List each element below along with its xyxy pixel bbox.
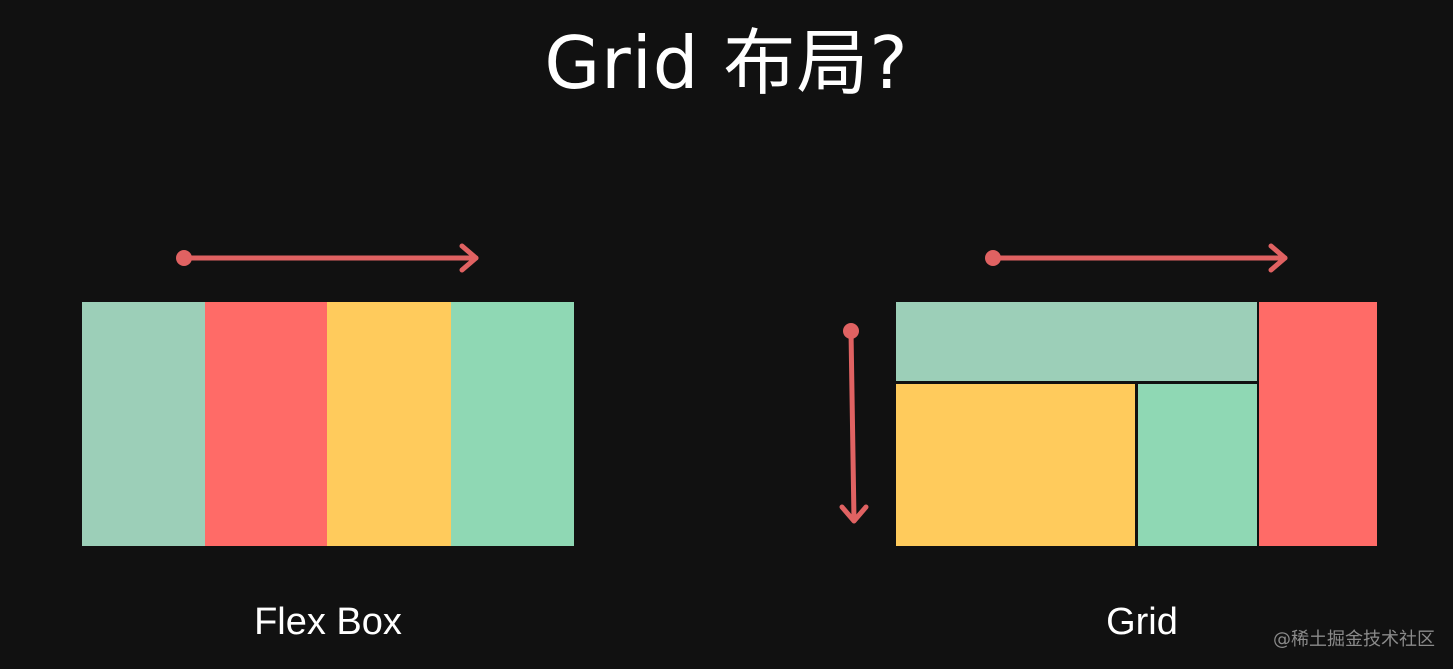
grid-caption: Grid — [1106, 601, 1178, 643]
grid-item-right-tall — [1259, 302, 1377, 546]
flexbox-item-4 — [451, 302, 574, 546]
grid-row-axis-arrow — [985, 243, 1288, 273]
grid-item-bottom-left — [896, 384, 1135, 546]
grid-item-bottom-middle — [1138, 384, 1257, 546]
flexbox-caption: Flex Box — [254, 601, 402, 643]
flexbox-item-3 — [327, 302, 451, 546]
grid-item-top-wide — [896, 302, 1257, 381]
watermark: @稀土掘金技术社区 — [1273, 629, 1435, 650]
grid-column-axis-arrow — [839, 323, 869, 524]
flexbox-item-2 — [205, 302, 327, 546]
flexbox-main-axis-arrow — [176, 243, 479, 273]
page-title: Grid 布局? — [544, 21, 909, 105]
flexbox-item-1 — [82, 302, 205, 546]
